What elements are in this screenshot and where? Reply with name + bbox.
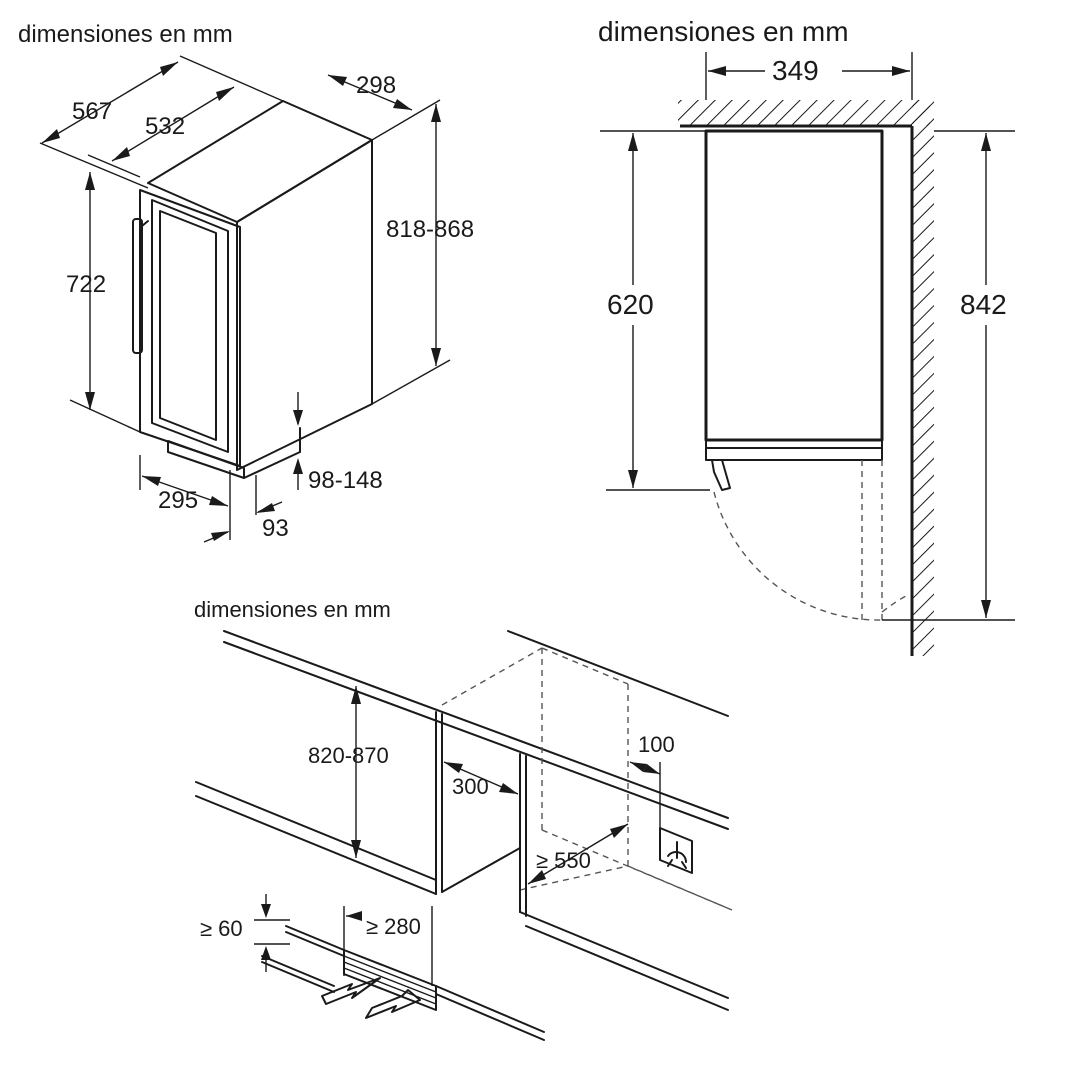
install-dim-vent-height: ≥ 60 [200, 894, 290, 972]
iso-dim-door-width: 295 [141, 475, 229, 514]
top-title: dimensiones en mm [598, 16, 849, 47]
iso-dim-width: 298 [327, 72, 413, 111]
appliance-body [704, 129, 884, 442]
install-dim-niche-depth: ≥ 550 [527, 823, 629, 885]
label-818-868: 818-868 [386, 216, 474, 243]
countertop [223, 630, 729, 830]
ceiling-wall [678, 100, 930, 126]
label-567: 567 [72, 98, 112, 125]
label-98-148: 98-148 [308, 467, 383, 494]
left-cabinet [195, 711, 521, 895]
plinth-ventilation [261, 925, 545, 1041]
top-dim-depth: 620 [607, 133, 654, 488]
iso-dim-door-offset: 93 [203, 501, 289, 543]
install-dim-niche-height: 820-870 [308, 686, 389, 858]
label-722: 722 [66, 271, 106, 298]
label-ge-550: ≥ 550 [536, 848, 591, 873]
install-dim-vent-width: ≥ 280 [343, 906, 433, 986]
airflow-in-arrow [365, 989, 421, 1019]
install-title: dimensiones en mm [194, 597, 391, 622]
installation-view: dimensiones en mm [194, 597, 733, 1041]
install-dim-niche-width: 300 [443, 761, 519, 799]
top-view: dimensiones en mm 349 [598, 16, 1015, 656]
iso-dim-height-total: 818-868 [386, 104, 474, 366]
label-295: 295 [158, 487, 198, 514]
label-349: 349 [772, 55, 819, 86]
label-820-870: 820-870 [308, 743, 389, 768]
label-298: 298 [356, 72, 396, 99]
iso-title: dimensiones en mm [18, 21, 233, 48]
label-300: 300 [452, 774, 489, 799]
niche-outline [441, 647, 733, 911]
label-842: 842 [960, 289, 1007, 320]
airflow-out-arrow [321, 977, 381, 1005]
label-ge-280: ≥ 280 [366, 914, 421, 939]
iso-dim-depth-body: 532 [111, 86, 235, 162]
iso-extension-lines [39, 55, 451, 540]
socket-icon [659, 827, 693, 874]
isometric-view: dimensiones en mm [18, 21, 474, 543]
label-ge-60: ≥ 60 [200, 916, 243, 941]
label-620: 620 [607, 289, 654, 320]
side-wall [912, 100, 934, 656]
iso-dim-door-height: 722 [66, 172, 106, 410]
label-532: 532 [145, 113, 185, 140]
iso-dim-depth-total: 567 [41, 61, 179, 144]
label-93: 93 [262, 515, 289, 542]
install-dim-socket-offset: 100 [629, 732, 675, 830]
top-dim-depth-open: 842 [960, 133, 1007, 618]
top-dim-width: 349 [708, 55, 910, 86]
right-cabinet [519, 753, 729, 1011]
label-100: 100 [638, 732, 675, 757]
iso-dim-feet: 98-148 [293, 392, 383, 494]
iso-cabinet [132, 100, 373, 479]
door-swing-arc [713, 491, 883, 621]
